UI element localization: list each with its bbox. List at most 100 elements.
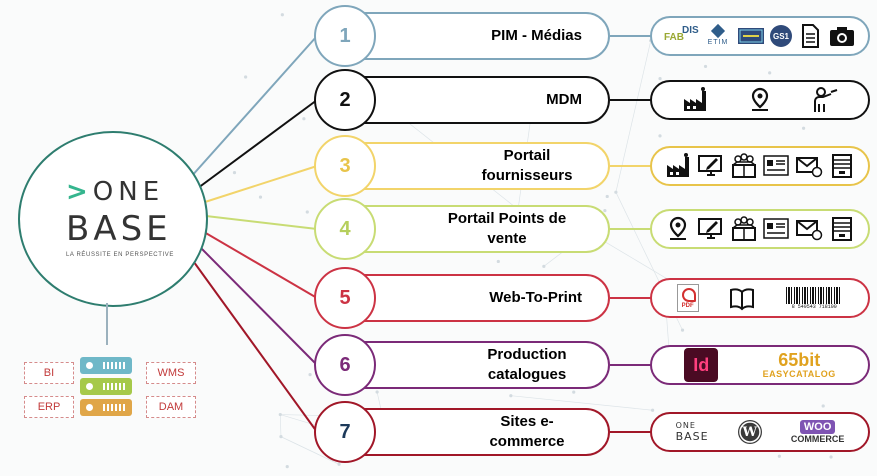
- network-node: [337, 462, 341, 466]
- hub-connector-line: [189, 35, 318, 179]
- mail-icon: [795, 215, 823, 243]
- wordpress-logo: W: [736, 418, 764, 446]
- network-node: [658, 77, 662, 81]
- row-6-number: 6: [339, 353, 351, 376]
- monitor-edit-icon: [697, 152, 725, 180]
- factory-icon: [681, 86, 709, 114]
- row-4-tools: [650, 209, 870, 249]
- row-2-label: MDM: [546, 91, 582, 108]
- row-4-box: Portail Points de vente: [341, 205, 610, 253]
- row-2-box: MDM: [341, 76, 610, 124]
- presenter-icon: [811, 86, 839, 114]
- row-5-number: 5: [339, 286, 351, 309]
- server-unit: [80, 357, 132, 374]
- row-4-number: 4: [339, 217, 351, 240]
- pdf-text: PDF: [681, 303, 694, 309]
- etim-diamond-icon: [710, 23, 726, 39]
- hub-server-connector: [106, 303, 108, 345]
- row-7-number-circle: 7: [314, 401, 376, 463]
- document-icon: [796, 22, 824, 50]
- row-3-tools: [650, 146, 870, 186]
- easycatalog-bottom-text: EASYCATALOG: [762, 369, 836, 379]
- network-node: [572, 390, 576, 394]
- onebase-hub: >ONE BASE LA RÉUSSITE EN PERSPECTIVE: [18, 131, 208, 307]
- hub-connector-line: [204, 165, 318, 203]
- network-node: [302, 117, 306, 121]
- row-4-label: Portail Points de vente: [447, 210, 567, 247]
- network-line: [279, 414, 282, 437]
- row-5-label: Web-To-Print: [489, 289, 582, 306]
- gs1-logo: GS1: [770, 25, 792, 47]
- row-6-box: Production catalogues: [341, 341, 610, 389]
- hub-connector-line: [198, 245, 318, 366]
- network-node: [680, 328, 685, 332]
- camera-icon: [828, 22, 856, 50]
- indesign-logo: Id: [684, 348, 719, 382]
- indesign-text: Id: [693, 354, 710, 375]
- network-node: [603, 208, 607, 213]
- row-6-label: Production catalogues: [487, 346, 567, 383]
- dashboard-icon: [762, 152, 790, 180]
- row-5-box: Web-To-Print: [341, 274, 610, 322]
- network-node: [829, 455, 833, 459]
- network-node: [509, 394, 513, 398]
- system-erp: ERP: [24, 396, 74, 418]
- network-node: [651, 408, 655, 412]
- row-1-label: PIM - Médias: [491, 27, 582, 44]
- location-pin-icon: [746, 86, 774, 114]
- network-node: [308, 373, 312, 377]
- row-1-number: 1: [339, 24, 351, 47]
- book-icon: [728, 284, 756, 312]
- row-2-tools: [650, 80, 870, 120]
- system-bi: BI: [24, 362, 74, 384]
- row-7-label: Sites e-commerce: [489, 413, 565, 450]
- hub-tagline: LA RÉUSSITE EN PERSPECTIVE: [66, 252, 174, 258]
- row-5-number-circle: 5: [314, 267, 376, 329]
- dashboard-icon: [762, 215, 790, 243]
- woo-bottom-text: COMMERCE: [790, 434, 845, 444]
- row-1-number-circle: 1: [314, 5, 376, 67]
- network-node: [542, 264, 546, 268]
- network-node: [305, 210, 309, 214]
- network-node: [278, 412, 282, 417]
- system-wms: WMS: [146, 362, 196, 384]
- wordpress-letter: W: [742, 424, 758, 440]
- network-node: [768, 71, 772, 75]
- row-7-box: Sites e-commerce: [341, 408, 610, 456]
- location-pin-icon: [664, 215, 692, 243]
- mail-icon: [795, 152, 823, 180]
- network-node: [614, 190, 618, 194]
- product-sheet-icon: [736, 22, 766, 50]
- network-node: [232, 171, 237, 175]
- etim-logo: ETIM: [704, 23, 732, 46]
- dis-text: DIS: [682, 25, 699, 36]
- hub-logo-line2: BASE: [66, 209, 172, 249]
- onebase-mini-bottom: BASE: [675, 430, 709, 443]
- network-node: [496, 259, 500, 264]
- cabinet-icon: [828, 152, 856, 180]
- network-node: [821, 404, 825, 408]
- acrobat-mark: [681, 288, 696, 302]
- row-2-number: 2: [339, 88, 351, 111]
- monitor-edit-icon: [697, 215, 725, 243]
- fab-text: FAB: [664, 32, 684, 43]
- network-node: [802, 126, 806, 130]
- row-1-box: PIM - Médias: [341, 12, 610, 60]
- pdf-icon: PDF: [676, 284, 699, 312]
- network-line: [280, 436, 340, 465]
- factory-icon: [664, 152, 692, 180]
- barcode-icon: 8 549543 718100: [785, 286, 843, 310]
- row-6-number-circle: 6: [314, 334, 376, 396]
- server-stack-icon: [80, 357, 132, 417]
- row-5-tools: PDF 8 549543 718100: [650, 278, 870, 318]
- barcode-digits: 8 549543 718100: [791, 303, 837, 310]
- hub-connector-line: [190, 257, 318, 433]
- hub-connector-line: [197, 99, 318, 189]
- row-3-number-circle: 3: [314, 135, 376, 197]
